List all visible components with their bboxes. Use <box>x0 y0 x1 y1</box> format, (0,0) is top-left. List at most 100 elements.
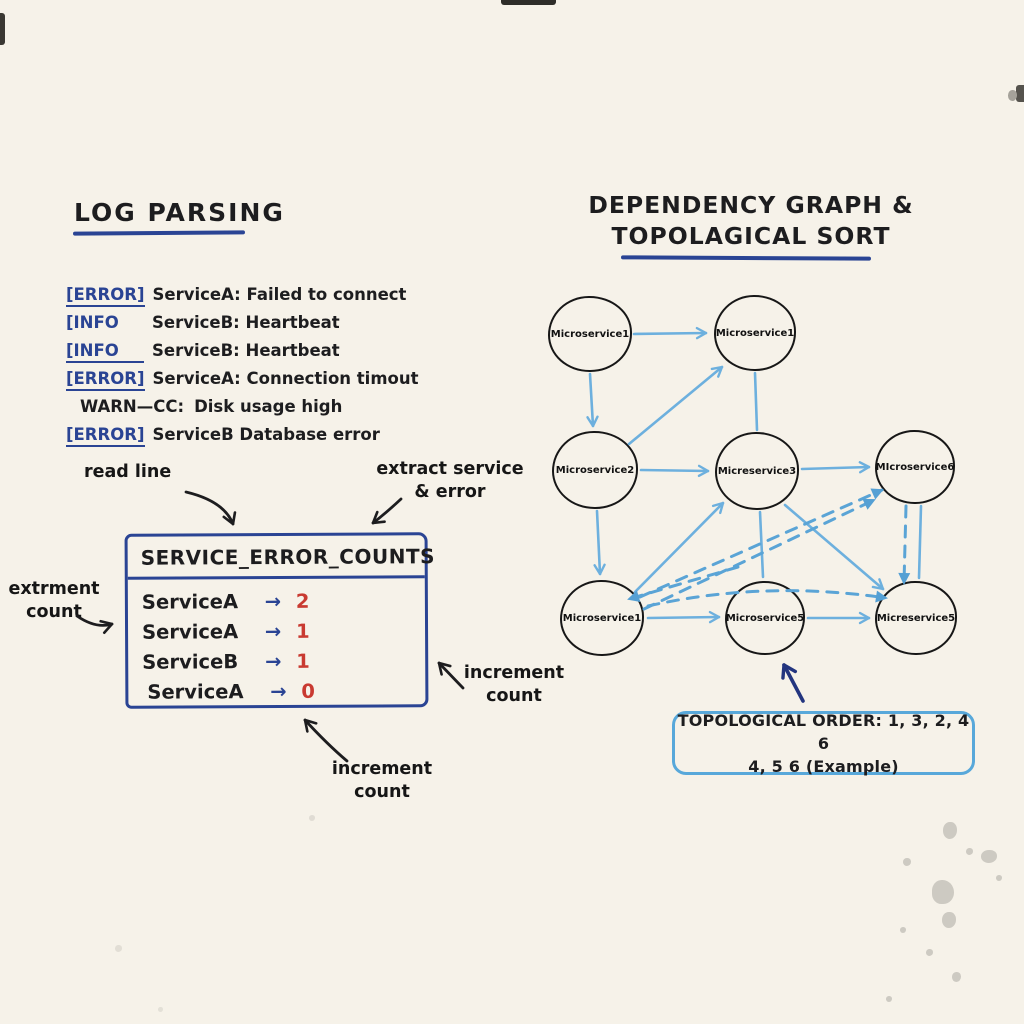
ink-speck <box>158 1007 163 1012</box>
log-line: [INFO ServiceB: Heartbeat <box>66 309 419 337</box>
read-line-arrow <box>184 490 237 526</box>
counts-table: SERVICE_ERROR_COUNTS ServiceA → 2 Servic… <box>124 532 435 709</box>
node-label: Microservice5 <box>725 612 805 624</box>
log-message: Disk usage high <box>194 397 343 416</box>
log-level: [ERROR] <box>66 285 145 307</box>
log-level: WARN—CC: <box>80 397 185 416</box>
log-message: ServiceB: Heartbeat <box>152 341 340 360</box>
edge-midcenter-bottomright <box>783 503 885 591</box>
ink-speck <box>996 875 1002 881</box>
log-line: [INFO ServiceB: Heartbeat <box>66 337 419 365</box>
title-underline <box>72 230 246 236</box>
table-row: ServiceA → 2 <box>142 585 425 616</box>
ink-speck <box>900 927 906 933</box>
ink-speck <box>942 912 956 928</box>
log-line: WARN—CC: Disk usage high <box>66 393 419 421</box>
node-label: Microservice2 <box>555 464 635 476</box>
ink-mark-right <box>1016 85 1024 102</box>
dg-title-line1: DEPENDENCY GRAPH & <box>588 191 914 219</box>
edge-midleft-midcenter <box>639 464 710 478</box>
log-level: [ERROR] <box>66 425 145 447</box>
dependency-graph-title: DEPENDENCY GRAPH & TOPOLAGICAL SORT <box>583 190 919 252</box>
arrow-glyph: → <box>264 649 282 673</box>
extrment-count-label: extrment count <box>8 578 100 624</box>
log-line: [ERROR] ServiceA: Failed to connect <box>66 281 419 309</box>
ink-speck <box>1008 90 1017 101</box>
increment-right-line1: increment <box>463 663 565 683</box>
node-label: Microservice1 <box>550 328 630 340</box>
edge-topleft-midleft <box>586 372 599 428</box>
count-cell: 2 <box>295 589 310 613</box>
service-cell: ServiceA <box>141 619 239 644</box>
edge-bottomleft-midcenter <box>633 501 725 594</box>
log-level: [INFO <box>66 313 119 332</box>
table-row: ServiceA → 1 <box>142 615 425 646</box>
increment-right-line2: count <box>486 686 542 706</box>
increment-count-right-label: increment count <box>460 662 568 708</box>
graph-node-top-left: Microservice1 <box>548 296 632 372</box>
edge-topright-midcenter <box>753 371 759 432</box>
order-line2: 4, 5 6 (Example) <box>748 756 899 776</box>
extrment-line2: count <box>26 602 82 622</box>
increment-bottom-line2: count <box>354 782 410 802</box>
edge-midleft-topright <box>627 365 724 446</box>
log-line: [ERROR]ServiceA: Connection timout <box>66 365 419 393</box>
log-level: [INFO <box>66 341 144 363</box>
ink-mark-top <box>501 0 556 5</box>
edge-dashed-midright-bottomright <box>898 504 911 585</box>
table-row: ServiceA → 0 <box>142 675 425 706</box>
service-cell: ServiceA <box>147 679 244 704</box>
graph-node-top-right: Microservice1 <box>714 295 796 371</box>
edge-midcenter-bottomcenter <box>758 510 765 579</box>
edge-midcenter-midright <box>800 461 871 474</box>
log-level: [ERROR] <box>66 369 145 391</box>
graph-node-mid-left: Microservice2 <box>552 431 638 509</box>
graph-node-mid-right: MIcroservice6 <box>875 430 955 504</box>
ink-speck <box>886 996 892 1002</box>
ink-speck <box>943 822 957 839</box>
read-line-label: read line <box>84 462 172 482</box>
increment-count-bottom-arrow <box>303 718 349 763</box>
node-label: Microservice1 <box>715 327 795 339</box>
ink-mark-left <box>0 13 5 45</box>
log-message: ServiceB: Heartbeat <box>152 313 340 332</box>
graph-node-bottom-right: Micreservice5 <box>875 581 957 655</box>
log-message: ServiceB Database error <box>152 425 380 444</box>
log-parsing-title: LOG PARSING <box>74 198 285 227</box>
ink-speck <box>981 850 997 863</box>
log-message: ServiceA: Failed to connect <box>152 285 407 304</box>
graph-node-bottom-left: Microservice1 <box>560 580 644 656</box>
table-row: ServiceB → 1 <box>142 645 425 676</box>
node-label: Micreservice5 <box>876 612 956 624</box>
log-lines: [ERROR] ServiceA: Failed to connect [INFO… <box>66 281 419 449</box>
edge-midleft-bottomleft <box>593 509 606 576</box>
title-underline <box>620 255 872 261</box>
ink-speck <box>903 858 911 866</box>
counts-table-title: SERVICE_ERROR_COUNTS <box>127 535 435 580</box>
arrow-glyph: → <box>264 589 282 613</box>
order-line1: TOPOLOGICAL ORDER: 1, 3, 2, 4 6 <box>677 710 970 753</box>
count-cell: 1 <box>296 649 310 673</box>
service-cell: ServiceB <box>142 649 239 674</box>
service-cell: ServiceA <box>141 589 239 614</box>
ink-speck <box>952 972 961 982</box>
extract-line1: extract service <box>376 459 524 479</box>
order-box-arrow <box>781 663 805 703</box>
arrow-glyph: → <box>264 619 282 643</box>
increment-bottom-line1: increment <box>331 759 433 779</box>
ink-speck <box>115 945 122 952</box>
node-label: MIcroservice6 <box>875 461 955 473</box>
extract-line2: & error <box>414 482 486 502</box>
increment-count-bottom-label: increment count <box>328 758 436 804</box>
node-label: Micreservice3 <box>717 465 797 477</box>
ink-speck <box>309 815 315 821</box>
ink-speck <box>966 848 973 855</box>
dg-title-line2: TOPOLAGICAL SORT <box>611 222 891 250</box>
node-label: Microservice1 <box>562 612 642 624</box>
edge-midright-bottomright-solid <box>917 504 923 580</box>
topological-order-box: TOPOLOGICAL ORDER: 1, 3, 2, 4 6 4, 5 6 (… <box>672 710 975 776</box>
ink-speck <box>932 880 954 904</box>
graph-node-mid-center: Micreservice3 <box>715 432 799 510</box>
